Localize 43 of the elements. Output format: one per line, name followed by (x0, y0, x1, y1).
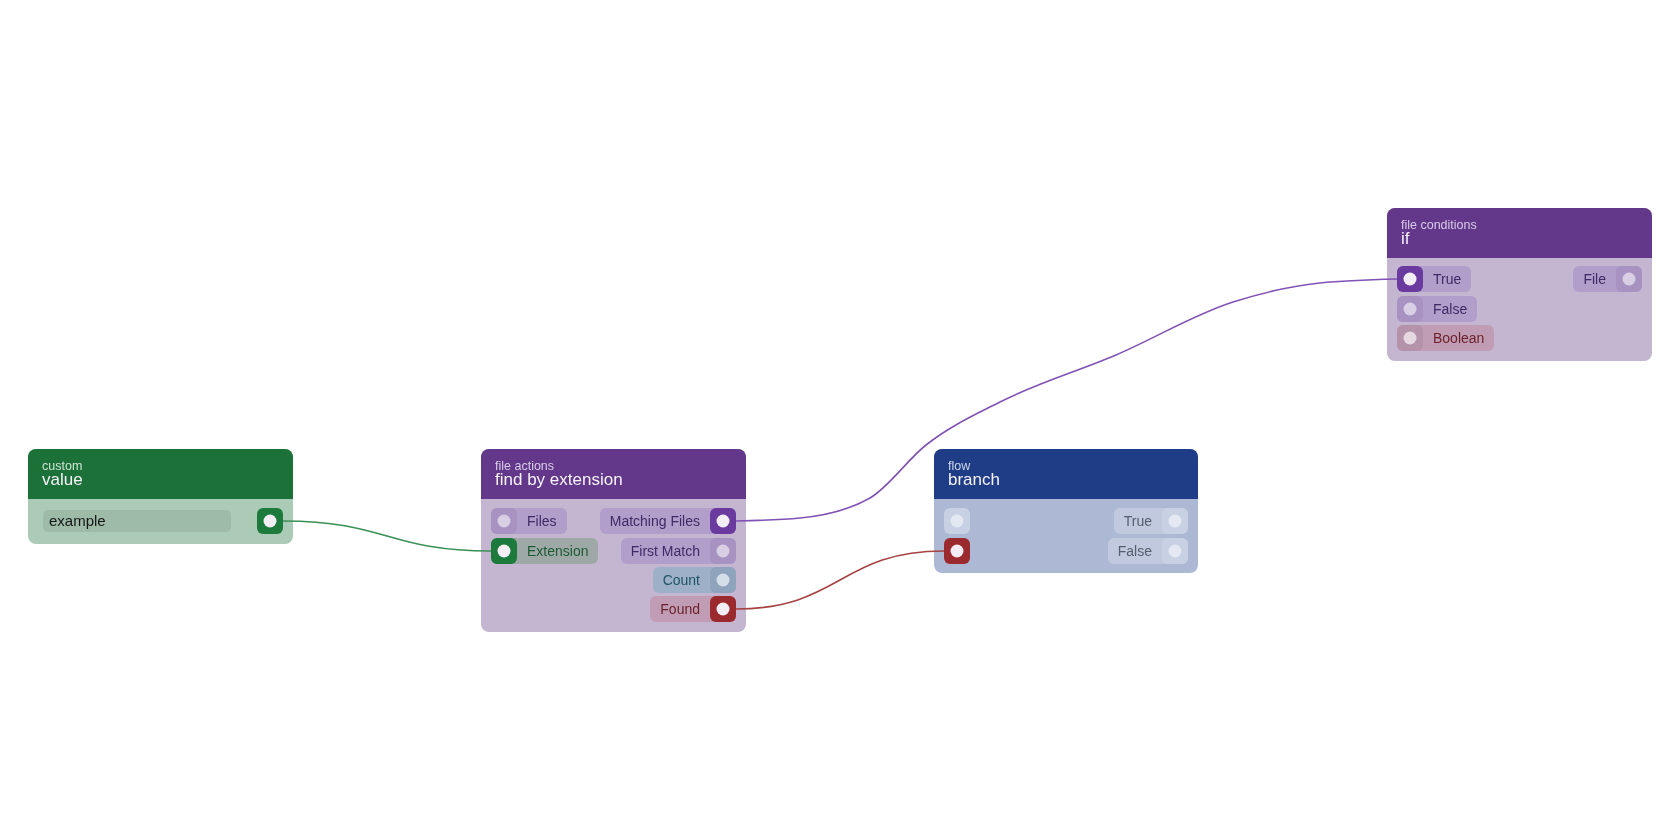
node-card (934, 449, 1198, 573)
socket-label: True (1432, 271, 1463, 287)
port-socket-icon (257, 508, 283, 534)
socket-label: False (1116, 543, 1153, 559)
node-category: file conditions (1401, 219, 1477, 231)
socket-chip (620, 538, 736, 564)
socket-chip (599, 508, 736, 534)
socket-chip (1397, 296, 1478, 322)
socket-chip (652, 567, 736, 593)
socket-chip (650, 596, 736, 622)
socket-chip (1573, 266, 1642, 292)
socket-label: Files (526, 513, 558, 529)
port-socket-icon (944, 538, 970, 564)
input-field: example (43, 510, 231, 532)
node-card (1387, 208, 1652, 361)
node-card (28, 449, 293, 544)
node-category: file actions (495, 460, 555, 472)
connection-line (282, 520, 492, 552)
socket-chip (1397, 325, 1495, 351)
connection-line (735, 550, 945, 610)
node-category: flow (948, 460, 971, 472)
node-title: branch (948, 471, 1000, 488)
socket-label: Matching Files (608, 513, 701, 529)
socket-chip (491, 508, 567, 534)
socket-label: True (1122, 513, 1153, 529)
node-card (481, 449, 746, 632)
socket-chip (1397, 266, 1472, 292)
socket-chip (1113, 508, 1188, 534)
socket-label: Boolean (1432, 330, 1486, 346)
socket-chip (491, 538, 599, 564)
socket-label: First Match (629, 543, 701, 559)
socket-label: File (1582, 271, 1607, 287)
node-title: if (1401, 230, 1410, 247)
connection-line (735, 278, 1398, 522)
socket-label: False (1432, 301, 1469, 317)
node-title: value (42, 471, 83, 488)
node-title: find by extension (495, 471, 623, 488)
socket-label: Count (661, 572, 701, 588)
port-socket-icon (944, 508, 970, 534)
socket-chip (1107, 538, 1188, 564)
socket-label: Extension (526, 543, 590, 559)
node-category: custom (42, 460, 83, 472)
socket-label: Found (659, 601, 701, 617)
